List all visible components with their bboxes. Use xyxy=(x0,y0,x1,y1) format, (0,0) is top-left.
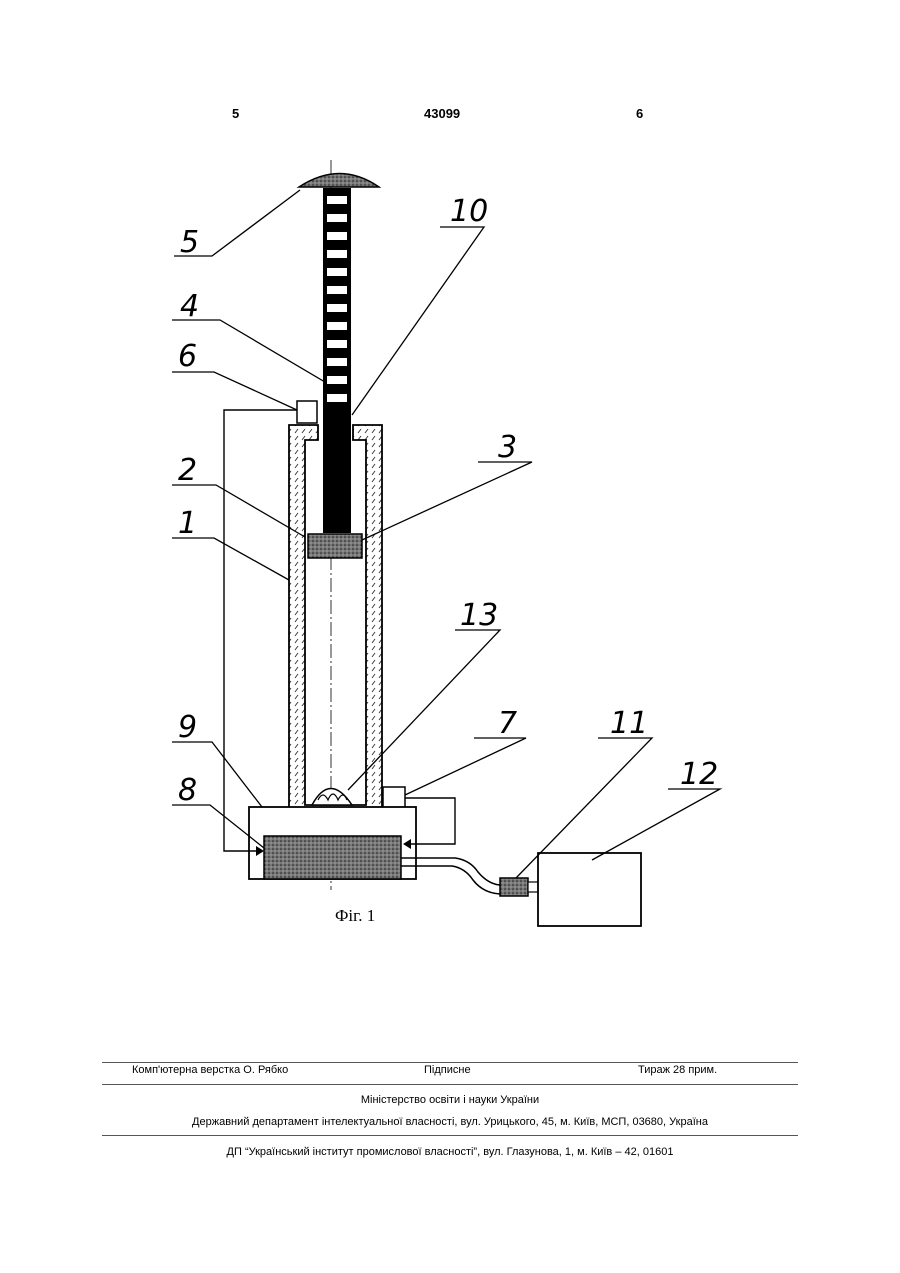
layout-credit: Комп'ютерна верстка О. Рябко xyxy=(132,1064,288,1076)
label-4: 4 xyxy=(180,289,199,324)
recording-device xyxy=(538,853,641,926)
label-1: 1 xyxy=(178,506,197,541)
piston xyxy=(308,534,362,558)
label-3: 3 xyxy=(498,430,517,465)
left-wire xyxy=(224,410,297,851)
connector xyxy=(500,878,528,896)
label-13: 13 xyxy=(460,598,498,633)
label-6: 6 xyxy=(178,339,197,374)
ministry-line: Міністерство освіти і науки України xyxy=(0,1094,900,1106)
footer-rule-middle xyxy=(102,1084,798,1085)
print-run: Тираж 28 прим. xyxy=(638,1064,717,1076)
figure-caption: Фіг. 1 xyxy=(335,906,375,926)
signed-label: Підписне xyxy=(424,1064,471,1076)
label-12: 12 xyxy=(680,757,718,792)
label-2: 2 xyxy=(178,453,197,488)
label-5: 5 xyxy=(180,225,199,260)
footer-rule-top xyxy=(102,1062,798,1063)
institute-line: ДП “Український інститут промислової вла… xyxy=(0,1146,900,1158)
top-sensor xyxy=(297,401,317,423)
cap xyxy=(299,174,379,188)
footer-rule-bottom xyxy=(102,1135,798,1136)
heater xyxy=(264,836,401,879)
label-9: 9 xyxy=(178,710,197,745)
department-line: Державний департамент інтелектуальної вл… xyxy=(0,1116,900,1128)
label-10: 10 xyxy=(450,194,488,229)
label-7: 7 xyxy=(498,706,517,741)
label-8: 8 xyxy=(178,773,197,808)
bottom-sensor xyxy=(383,787,405,809)
label-11: 11 xyxy=(610,706,648,741)
